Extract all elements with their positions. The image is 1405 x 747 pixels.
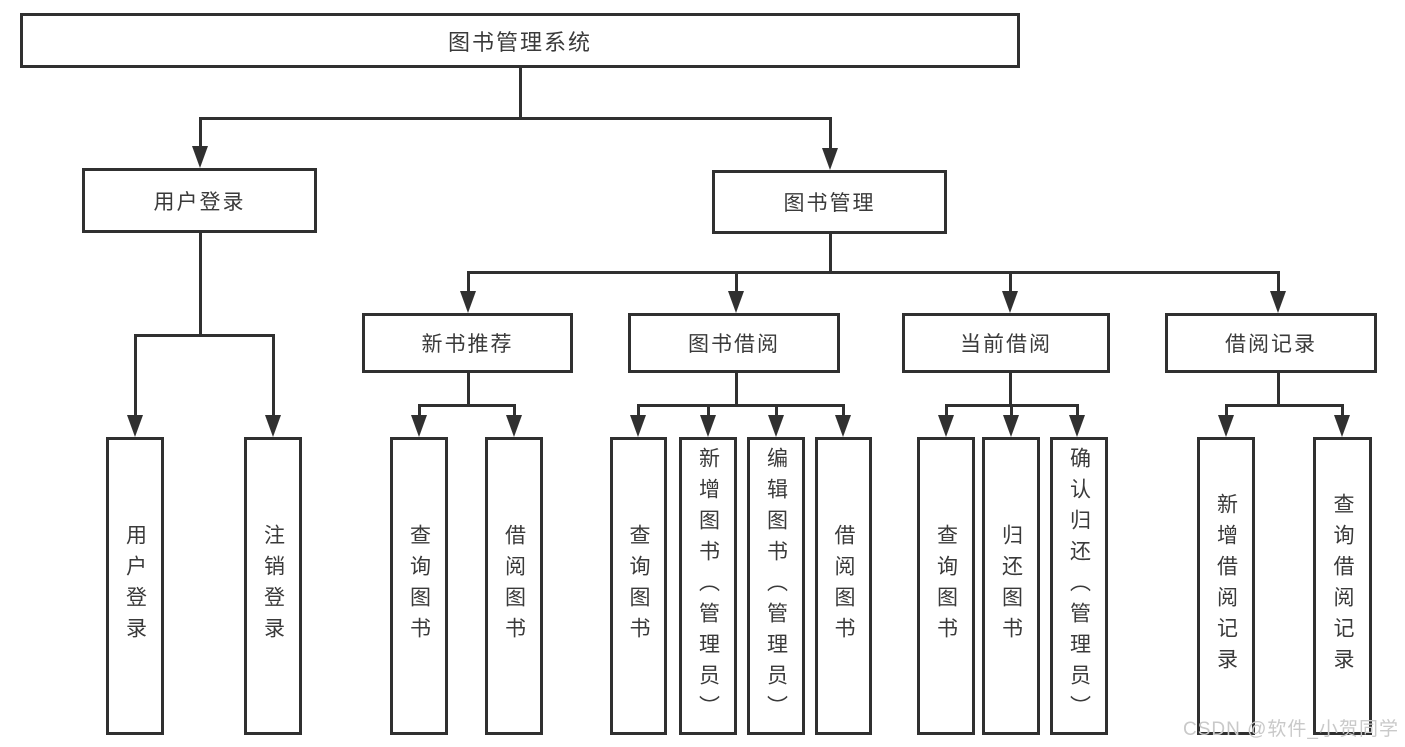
leaf-add-borrow-record: 新增借阅记录 (1197, 437, 1255, 735)
arrow-to-user-login (192, 119, 208, 168)
leaf-query-books-current: 查询图书 (917, 437, 975, 735)
arrow-borrow-leaf-4 (835, 406, 851, 437)
connector-root-drop (519, 68, 522, 118)
node-borrow-records: 借阅记录 (1165, 313, 1377, 373)
arrow-recommend-leaf-1 (411, 406, 427, 437)
arrow-to-leaf-user-login (127, 336, 143, 437)
arrow-to-current-borrow (1002, 273, 1018, 313)
node-book-management: 图书管理 (712, 170, 947, 234)
arrow-to-leaf-logout (265, 336, 281, 437)
leaf-query-books-borrow: 查询图书 (610, 437, 667, 735)
node-new-book-recommend: 新书推荐 (362, 313, 573, 373)
leaf-logout: 注销登录 (244, 437, 302, 735)
connector-bookmgmt-drop (829, 234, 832, 273)
leaf-confirm-return-admin: 确认归还（管理员） (1050, 437, 1108, 735)
arrow-current-leaf-2 (1003, 406, 1019, 437)
leaf-borrow-books: 借阅图书 (815, 437, 872, 735)
arrow-borrow-leaf-3 (768, 406, 784, 437)
node-current-borrow: 当前借阅 (902, 313, 1110, 373)
connector-current-drop (1009, 373, 1012, 406)
connector-records-drop (1277, 373, 1280, 406)
arrow-recommend-leaf-2 (506, 406, 522, 437)
node-book-borrow: 图书借阅 (628, 313, 840, 373)
arrow-to-book-management (822, 119, 838, 170)
leaf-user-login: 用户登录 (106, 437, 164, 735)
connector-recommend-drop (467, 373, 470, 406)
arrow-to-new-book-recommend (460, 273, 476, 313)
arrow-current-leaf-3 (1069, 406, 1085, 437)
node-user-login: 用户登录 (82, 168, 317, 233)
arrow-borrow-leaf-1 (630, 406, 646, 437)
arrow-current-leaf-1 (938, 406, 954, 437)
leaf-query-books-recommend: 查询图书 (390, 437, 448, 735)
arrow-borrow-leaf-2 (700, 406, 716, 437)
connector-root-bus (199, 117, 832, 120)
node-root: 图书管理系统 (20, 13, 1020, 68)
connector-borrow-drop (735, 373, 738, 406)
leaf-add-books-admin: 新增图书（管理员） (679, 437, 737, 735)
leaf-borrow-books-recommend: 借阅图书 (485, 437, 543, 735)
leaf-return-books: 归还图书 (982, 437, 1040, 735)
connector-borrow-bus (637, 404, 845, 407)
connector-recommend-bus (418, 404, 516, 407)
watermark: CSDN @软件_小贺同学 (1183, 719, 1399, 740)
leaf-query-borrow-record: 查询借阅记录 (1313, 437, 1372, 735)
arrow-to-book-borrow (728, 273, 744, 313)
connector-userlogin-drop (199, 233, 202, 336)
connector-userlogin-bus (134, 334, 275, 337)
arrow-records-leaf-2 (1334, 406, 1350, 437)
connector-records-bus (1225, 404, 1344, 407)
connector-bookmgmt-bus (467, 271, 1280, 274)
leaf-edit-books-admin: 编辑图书（管理员） (747, 437, 805, 735)
arrow-records-leaf-1 (1218, 406, 1234, 437)
arrow-to-borrow-records (1270, 273, 1286, 313)
connector-current-bus (945, 404, 1079, 407)
